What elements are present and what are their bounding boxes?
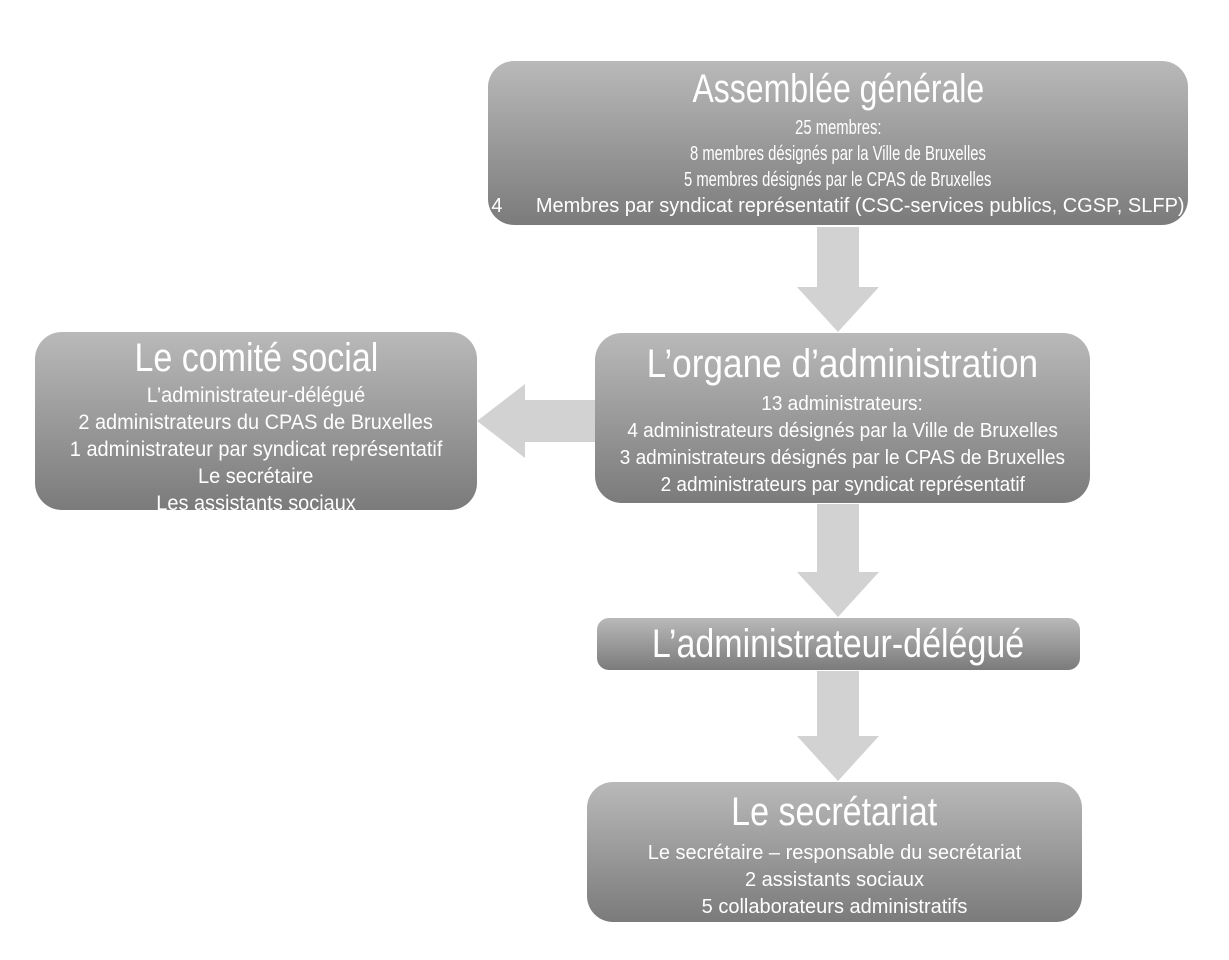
node-line: 2 assistants sociaux xyxy=(745,869,924,891)
node-line: 8 membres désignés par la Ville de Bruxe… xyxy=(690,143,986,165)
node-body-assemblee-generale: 25 membres: 8 membres désignés par la Vi… xyxy=(488,115,1188,219)
down-arrow-admin-delegue-to-secretariat-icon xyxy=(797,671,879,781)
node-line: 5 collaborateurs administratifs xyxy=(701,896,968,918)
node-line: 4 administrateurs désignés par la Ville … xyxy=(627,420,1058,442)
node-line: 5 membres désignés par le CPAS de Bruxel… xyxy=(684,169,992,191)
node-body-comite-social: L’administrateur-délégué 2 administrateu… xyxy=(35,382,477,517)
node-line: Le secrétaire xyxy=(198,465,314,488)
node-body-organe-administration: 13 administrateurs: 4 administrateurs dé… xyxy=(595,391,1090,499)
node-line: 2 administrateurs par syndicat représent… xyxy=(660,474,1025,496)
node-assemblee-generale: Assemblée générale 25 membres: 8 membres… xyxy=(488,61,1188,225)
down-arrow-assemblee-to-organe-icon xyxy=(797,227,879,332)
node-line: L’administrateur-délégué xyxy=(146,384,366,407)
node-organe-administration: L’organe d’administration 13 administrat… xyxy=(595,333,1090,503)
node-secretariat: Le secrétariat Le secrétaire – responsab… xyxy=(587,782,1082,922)
down-arrow-organe-to-admin-delegue-icon xyxy=(797,504,879,617)
node-title-organe-administration: L’organe d’administration xyxy=(646,342,1039,386)
node-title-comite-social: Le comité social xyxy=(134,336,378,380)
node-line: Les assistants sociaux xyxy=(156,492,356,515)
node-line: 4 Membres par syndicat représentatif (CS… xyxy=(491,195,1185,217)
node-line: 13 administrateurs: xyxy=(761,393,924,415)
node-line: 3 administrateurs désignés par le CPAS d… xyxy=(619,447,1066,469)
node-title-administrateur-delegue: L’administrateur-délégué xyxy=(652,622,1025,666)
node-line: 2 administrateurs du CPAS de Bruxelles xyxy=(78,411,434,434)
node-line: Le secrétaire – responsable du secrétari… xyxy=(647,842,1022,864)
node-line: 1 administrateur par syndicat représenta… xyxy=(69,438,443,461)
node-title-secretariat: Le secrétariat xyxy=(731,790,938,834)
node-line: 25 membres: xyxy=(794,117,882,139)
node-administrateur-delegue: L’administrateur-délégué xyxy=(597,618,1080,670)
node-comite-social: Le comité social L’administrateur-délégu… xyxy=(35,332,477,515)
left-arrow-organe-to-comite-icon xyxy=(477,384,595,458)
node-title-assemblee-generale: Assemblée générale xyxy=(692,67,984,111)
node-body-secretariat: Le secrétaire – responsable du secrétari… xyxy=(587,840,1082,921)
